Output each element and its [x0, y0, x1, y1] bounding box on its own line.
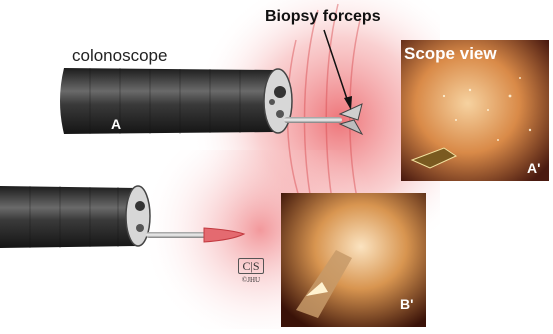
label-a: A [111, 116, 121, 132]
label-a-prime: A' [527, 160, 540, 176]
scope-view-label: Scope view [404, 44, 497, 64]
copyright-label: ©JHU [238, 276, 264, 284]
label-b: B [28, 258, 38, 274]
colonoscope-label: colonoscope [72, 46, 167, 66]
artist-credit: C|S ©JHU [238, 258, 264, 284]
artist-monogram: C|S [238, 258, 264, 274]
label-b-prime: B' [400, 296, 413, 312]
biopsy-forceps-label: Biopsy forceps [265, 8, 381, 26]
